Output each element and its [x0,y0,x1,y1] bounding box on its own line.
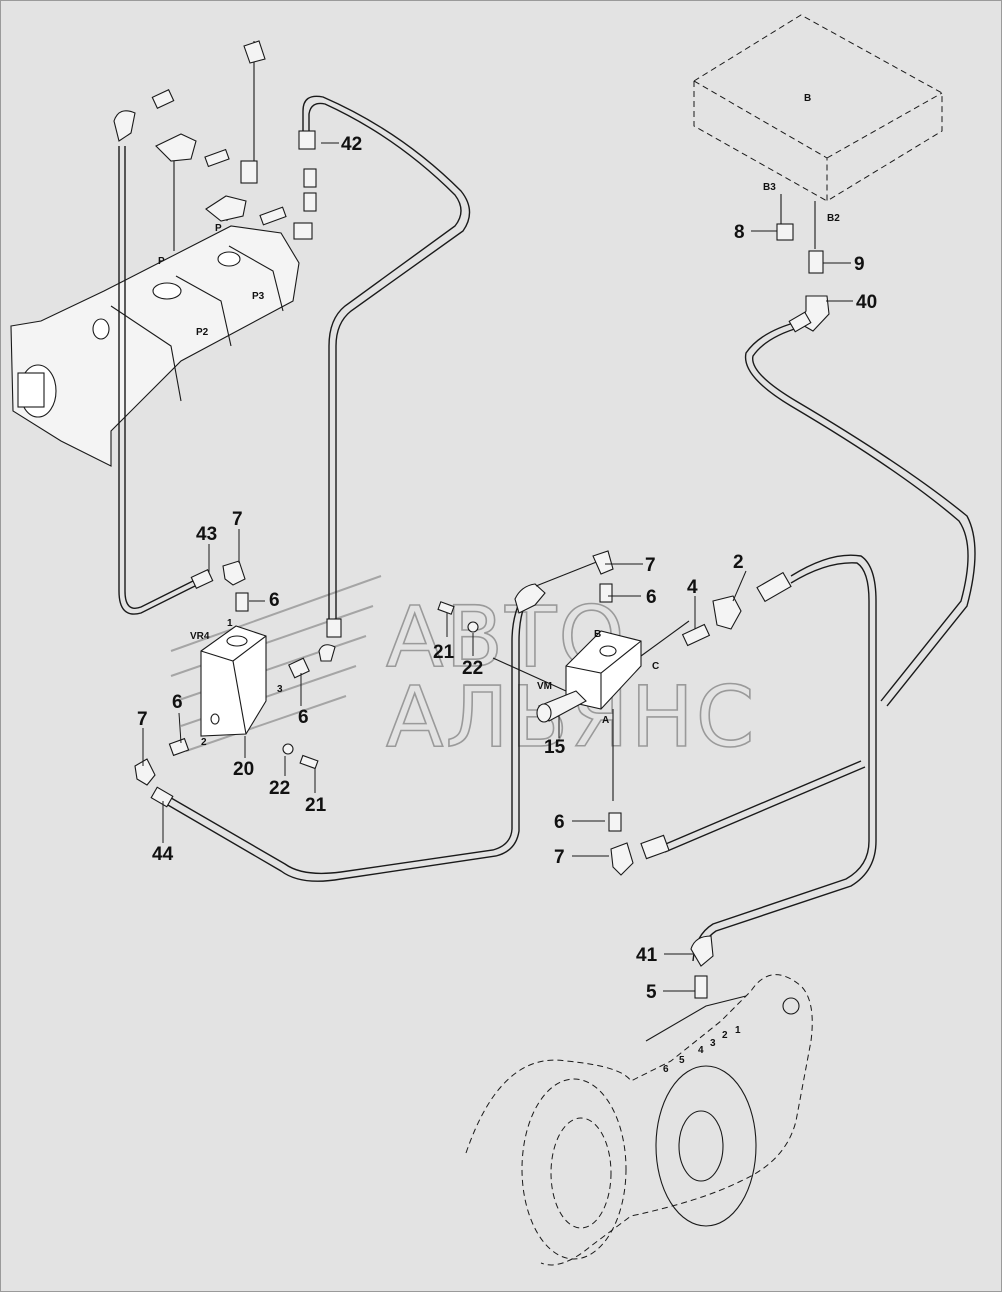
flange-port-1: 1 [735,1025,741,1036]
callout-6-lower: 6 [554,812,565,833]
callout-22-top: 22 [462,658,483,679]
leader-lines [142,142,853,992]
callout-4: 4 [687,577,698,598]
callout-15: 15 [544,737,566,758]
callout-2: 2 [733,552,744,573]
hose-40 [744,295,976,707]
callout-43: 43 [196,524,217,545]
pump-section-p2: P2 [196,327,209,338]
callout-6-top-left: 6 [269,590,280,611]
callout-7-left: 7 [137,709,148,730]
callout-7-valve: 7 [645,555,656,576]
callout-5: 5 [646,982,657,1003]
valve-vr4: VR4 1 2 3 [190,618,283,748]
flange-port-4: 4 [698,1045,704,1056]
callout-7-lower: 7 [554,847,565,868]
pump-section-p3: P3 [252,291,265,302]
vr4-port-1: 1 [227,618,233,629]
valve-vm: VM B C A [536,620,690,801]
callout-8: 8 [734,222,745,243]
box-b: B B3 B2 [693,14,943,249]
vr4-label: VR4 [190,631,210,642]
callout-21-top: 21 [433,642,455,663]
callout-40: 40 [856,292,877,313]
watermark-logo [170,575,382,752]
port-b2-label: B2 [827,213,840,224]
hose-43 [113,110,214,615]
port-b3-label: B3 [763,182,776,193]
callout-6-vr4-left: 6 [172,692,183,713]
vm-label: VM [537,681,552,692]
pump-port-p2: P [215,223,222,234]
hose-44 [150,560,600,882]
gearbox-flange: 1 2 3 4 5 6 [465,974,813,1266]
hose-41 [640,554,877,967]
callout-41: 41 [636,945,658,966]
vm-port-c: C [652,661,659,672]
vr4-port-2: 2 [201,737,207,748]
flange-port-6: 6 [663,1064,669,1075]
fittings [134,223,824,999]
flange-port-5: 5 [679,1055,685,1066]
vm-port-b: B [594,629,601,640]
vm-port-a: A [602,715,609,726]
callout-7-top-left: 7 [232,509,243,530]
box-b-label: B [804,93,811,104]
hydraulic-pump: P P P2 P3 [10,41,300,467]
callout-20: 20 [233,759,254,780]
callout-9: 9 [854,254,865,275]
hose-42 [298,95,471,662]
callout-6-valve: 6 [646,587,657,608]
callout-6-vr4-right: 6 [298,707,309,728]
flange-port-2: 2 [722,1030,728,1041]
callouts: 42 8 9 40 43 7 6 21 22 7 6 2 4 15 6 6 7 … [137,134,877,1003]
vr4-port-3: 3 [277,684,283,695]
callout-21-bottom: 21 [305,795,327,816]
callout-42: 42 [341,134,362,155]
callout-44: 44 [152,844,174,865]
pump-fittings [151,40,317,240]
callout-22-bottom: 22 [269,778,290,799]
pump-port-p1: P [158,256,165,267]
flange-port-3: 3 [710,1038,716,1049]
